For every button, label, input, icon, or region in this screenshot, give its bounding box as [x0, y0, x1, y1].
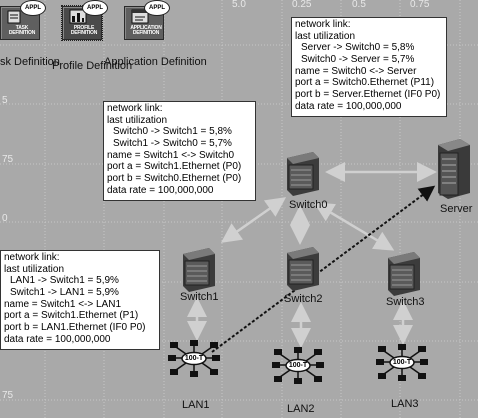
- axis-top-label: 0.25: [292, 0, 312, 10]
- task-definition-icon: TASK DEFINITION: [0, 6, 40, 40]
- tooltip-line: data rate = 100,000,000: [295, 100, 402, 112]
- lan-hub-icon: [272, 347, 324, 384]
- task-definition-caption: TASK DEFINITION: [8, 25, 36, 36]
- switch1-node[interactable]: [179, 246, 217, 292]
- hub-speed-label: 100-T: [392, 359, 412, 366]
- tooltip-line: Switch0 -> Server = 5,7%: [301, 54, 415, 66]
- switch-icon: [183, 248, 215, 292]
- profile-chart-icon: [69, 9, 87, 24]
- tooltip-switch0-server: network link: last utilization Server ->…: [291, 17, 447, 117]
- appl-badge: APPL: [144, 0, 170, 16]
- tooltip-lan1-switch1: network link: last utilization LAN1 -> S…: [0, 250, 160, 350]
- application-definition-caption: APPLICATION DEFINITION: [130, 25, 162, 36]
- switch0-label: Switch0: [289, 199, 328, 211]
- switch-icon: [287, 152, 319, 196]
- switch3-label: Switch3: [386, 296, 425, 308]
- switch2-label: Switch2: [284, 293, 323, 305]
- server-icon: [438, 139, 470, 199]
- tooltip-line: last utilization: [295, 30, 356, 42]
- application-window-icon: [131, 9, 149, 24]
- application-definition-node[interactable]: APPLICATION DEFINITION APPL: [122, 0, 170, 40]
- clipboard-icon: [7, 10, 21, 24]
- axis-top-label: 0.5: [352, 0, 366, 10]
- lan1-node[interactable]: 100-T: [168, 340, 220, 378]
- tooltip-line: name = Switch0 <-> Server: [295, 65, 417, 77]
- switch0-node[interactable]: [283, 150, 321, 196]
- axis-top-label: 0.75: [410, 0, 430, 10]
- tooltip-line: port a = Switch1.Ethernet (P0): [107, 161, 242, 173]
- lan2-label: LAN2: [287, 403, 315, 415]
- lan1-label: LAN1: [182, 399, 210, 411]
- axis-left-label: 75: [2, 390, 14, 401]
- tooltip-line: Switch0 -> Switch1 = 5,8%: [113, 126, 232, 138]
- tooltip-line: Switch1 -> Switch0 = 5,7%: [113, 138, 232, 150]
- tooltip-line: LAN1 -> Switch1 = 5,9%: [10, 275, 119, 287]
- tooltip-line: port a = Switch0.Ethernet (P11): [295, 77, 435, 89]
- switch2-node[interactable]: [283, 245, 321, 291]
- tooltip-line: port b = LAN1.Ethernet (IF0 P0): [4, 322, 146, 334]
- tooltip-line: port b = Server.Ethernet (IF0 P0): [295, 89, 441, 101]
- tooltip-line: Server -> Switch0 = 5,8%: [301, 42, 415, 54]
- lan3-label: LAN3: [391, 398, 419, 410]
- axis-left-label: 75: [2, 154, 14, 165]
- tooltip-line: name = Switch1 <-> Switch0: [107, 149, 235, 161]
- axis-left-label: 5: [2, 95, 8, 106]
- switch-icon: [388, 252, 420, 296]
- tooltip-line: port b = Switch0.Ethernet (P0): [107, 173, 242, 185]
- switch1-label: Switch1: [180, 291, 219, 303]
- tooltip-line: network link:: [4, 252, 60, 263]
- lan2-node[interactable]: 100-T: [272, 347, 324, 385]
- appl-badge: APPL: [82, 0, 108, 16]
- tooltip-line: port a = Switch1.Ethernet (P1): [4, 310, 139, 322]
- tooltip-switch1-switch0: network link: last utilization Switch0 -…: [103, 101, 256, 201]
- tooltip-line: last utilization: [107, 114, 168, 126]
- tooltip-line: name = Switch1 <-> LAN1: [4, 298, 122, 310]
- axis-top-label: 5.0: [232, 0, 246, 10]
- lan-hub-icon: [376, 344, 428, 381]
- task-definition-label: sk Definition: [0, 56, 60, 68]
- hub-speed-label: 100-T: [288, 362, 308, 369]
- tooltip-line: last utilization: [4, 263, 65, 275]
- task-definition-node[interactable]: TASK DEFINITION APPL: [0, 0, 46, 40]
- switch3-node[interactable]: [384, 250, 422, 296]
- application-definition-label: Application Definition: [104, 56, 207, 68]
- server-label: Server: [440, 203, 473, 215]
- tooltip-line: data rate = 100,000,000: [107, 184, 214, 196]
- tooltip-line: Switch1 -> LAN1 = 5,9%: [10, 287, 119, 299]
- lan-hub-icon: [168, 340, 220, 377]
- profile-definition-node[interactable]: PROFILE DEFINITION APPL: [60, 0, 108, 41]
- tooltip-line: data rate = 100,000,000: [4, 333, 111, 345]
- switch-icon: [287, 247, 319, 291]
- tooltip-line: network link:: [295, 19, 351, 30]
- appl-badge: APPL: [20, 0, 46, 16]
- hub-speed-label: 100-T: [184, 355, 204, 362]
- profile-definition-label: Profile Definition: [52, 60, 133, 72]
- application-definition-icon: APPLICATION DEFINITION: [124, 6, 164, 40]
- axis-left-label: 0: [2, 213, 8, 224]
- lan3-node[interactable]: 100-T: [376, 344, 428, 382]
- tooltip-line: network link:: [107, 103, 163, 114]
- server-node[interactable]: [436, 137, 472, 199]
- profile-definition-caption: PROFILE DEFINITION: [70, 25, 98, 36]
